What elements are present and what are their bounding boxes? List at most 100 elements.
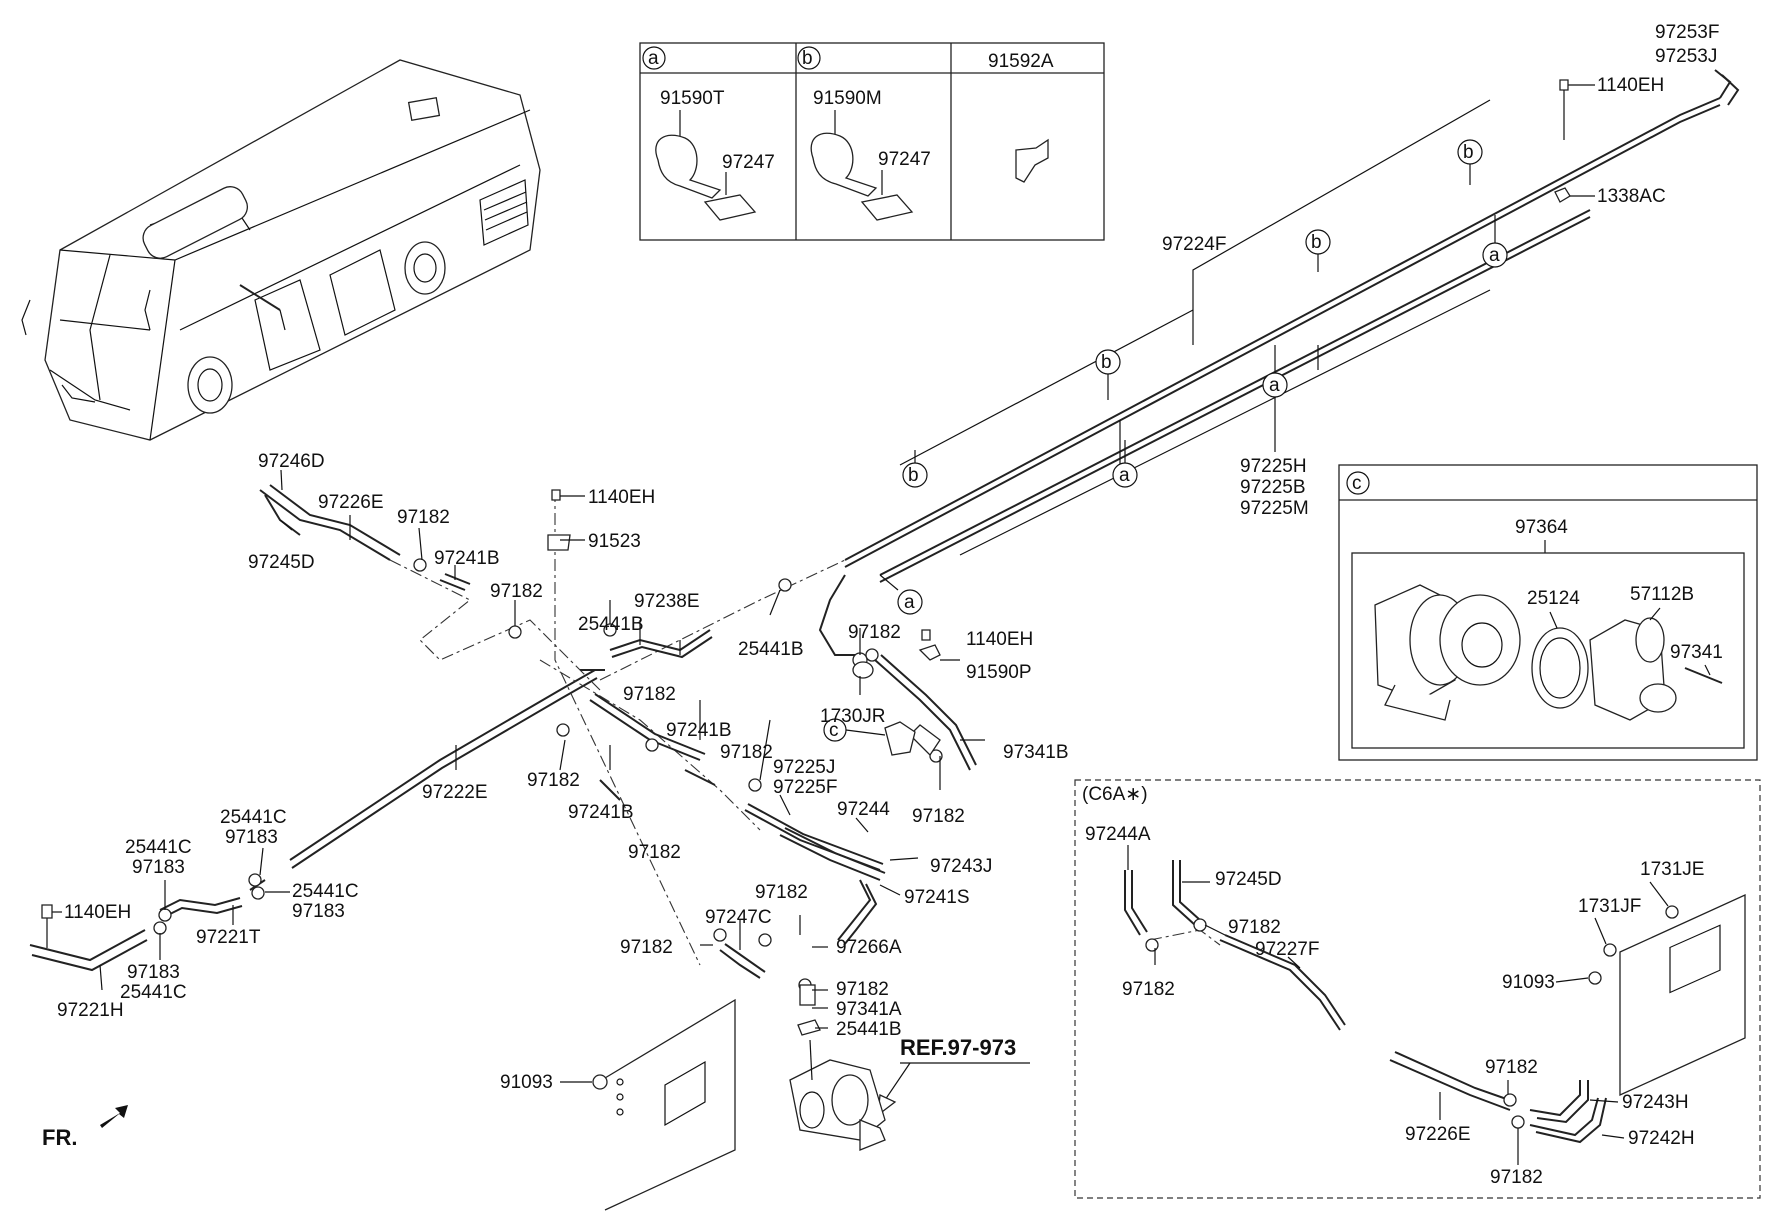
label-97242H: 97242H [1628,1128,1695,1149]
label-91590T: 91590T [660,88,725,109]
label-97247-b: 97247 [878,149,931,170]
marker-b: b [802,48,813,69]
label-97221H: 97221H [57,1000,124,1021]
marker-a-4: a [904,592,915,613]
label-97341A: 97341A [836,999,902,1020]
label-25124: 25124 [1527,588,1580,609]
label-97226E: 97226E [318,492,384,513]
label-97241B-a: 97241B [434,548,500,569]
center-fittings [153,489,943,1036]
label-91523: 91523 [588,531,641,552]
label-97182-g: 97182 [527,770,580,791]
label-97182-e: 97182 [623,684,676,705]
marker-b-1: b [1463,142,1474,163]
label-91590P: 91590P [966,662,1032,683]
label-97182-k: 97182 [836,979,889,1000]
label-97182-f: 97182 [720,742,773,763]
center-piping [29,484,977,979]
label-97341: 97341 [1670,642,1723,663]
label-97183-b: 97183 [132,857,185,878]
main-pipes [818,69,1740,656]
label-97182-a: 97182 [397,507,450,528]
label-97227F: 97227F [1255,939,1319,960]
label-97183-d: 97183 [127,962,180,983]
label-97245D-b: 97245D [1215,869,1282,890]
label-ref: REF.97-973 [900,1035,1016,1060]
label-25441C-b: 25441C [125,837,192,858]
label-97244A: 97244A [1085,824,1151,845]
label-97247C: 97247C [705,907,772,928]
label-97182-i: 97182 [620,937,673,958]
label-97225H: 97225H [1240,456,1307,477]
label-1731JE: 1731JE [1640,859,1704,880]
c6a-variant-box: (C6A∗) 97244A 97245D 97182 97227F 97182 … [1074,779,1761,1199]
pump-detail-box: c 97364 25124 57112B 97341 [1338,464,1758,761]
label-97182-b: 97182 [490,581,543,602]
label-97246D: 97246D [258,451,325,472]
label-97182-h: 97182 [628,842,681,863]
label-97182-m: 97182 [1122,979,1175,1000]
label-97253F: 97253F [1655,22,1719,43]
label-1140EH-c: 1140EH [966,629,1033,650]
center-leaders [41,469,985,1029]
label-1140EH-a: 1140EH [1597,75,1664,96]
label-97247-a: 97247 [722,152,775,173]
label-57112B: 57112B [1630,584,1694,605]
label-25441B-c: 25441B [836,1019,902,1040]
label-25441C-c: 25441C [292,881,359,902]
heater-unit [789,1039,886,1151]
label-97224F: 97224F [1162,234,1226,255]
label-1731JF: 1731JF [1578,896,1641,917]
label-25441B-a: 25441B [578,614,644,635]
marker-a-1: a [1489,245,1500,266]
label-97225J: 97225J [773,757,835,778]
label-97182-c: 97182 [848,622,901,643]
marker-a-2: a [1269,375,1280,396]
mounting-panel [604,998,736,1211]
marker-c-1: c [829,720,839,741]
clamp-detail-box: a b 91592A 91590T 97247 91590M 97247 [639,42,1105,241]
label-97182-o: 97182 [1490,1167,1543,1188]
label-97182-l: 97182 [1228,917,1281,938]
label-97183-a: 97183 [225,827,278,848]
label-97241B-c: 97241B [568,802,634,823]
label-97222E: 97222E [422,782,488,803]
label-97182-d: 97182 [912,806,965,827]
label-97364: 97364 [1515,517,1568,538]
label-97241B-b: 97241B [666,720,732,741]
label-97225M: 97225M [1240,498,1309,519]
marker-b-2: b [1311,232,1322,253]
label-97244: 97244 [837,799,890,820]
label-97253J: 97253J [1655,46,1717,67]
label-97245D: 97245D [248,552,315,573]
label-97241S: 97241S [904,887,970,908]
marker-b-4: b [908,465,919,486]
label-91592A: 91592A [988,51,1054,72]
label-97182-n: 97182 [1485,1057,1538,1078]
label-25441C-a: 25441C [220,807,287,828]
fr-arrow-icon [100,1105,128,1128]
marker-a: a [648,48,659,69]
label-97225B: 97225B [1240,477,1306,498]
label-1730JR: 1730JR [820,706,886,727]
marker-c: c [1352,473,1362,494]
label-25441B-b: 25441B [738,639,804,660]
label-1140EH-b: 1140EH [588,487,655,508]
label-fr: FR. [42,1125,77,1150]
label-97266A: 97266A [836,937,902,958]
label-C6A: (C6A∗) [1082,784,1148,805]
label-97238E: 97238E [634,591,700,612]
label-91093-a: 91093 [500,1072,553,1093]
label-1140EH-d: 1140EH [64,902,131,923]
bus-illustration [21,59,541,441]
label-97341B: 97341B [1003,742,1069,763]
label-97243J: 97243J [930,856,992,877]
label-1338AC: 1338AC [1597,186,1666,207]
label-25441C-d: 25441C [120,982,187,1003]
marker-a-3: a [1119,465,1130,486]
label-91590M: 91590M [813,88,882,109]
label-97226E-b: 97226E [1405,1124,1471,1145]
label-97243H: 97243H [1622,1092,1689,1113]
label-91093-b: 91093 [1502,972,1555,993]
